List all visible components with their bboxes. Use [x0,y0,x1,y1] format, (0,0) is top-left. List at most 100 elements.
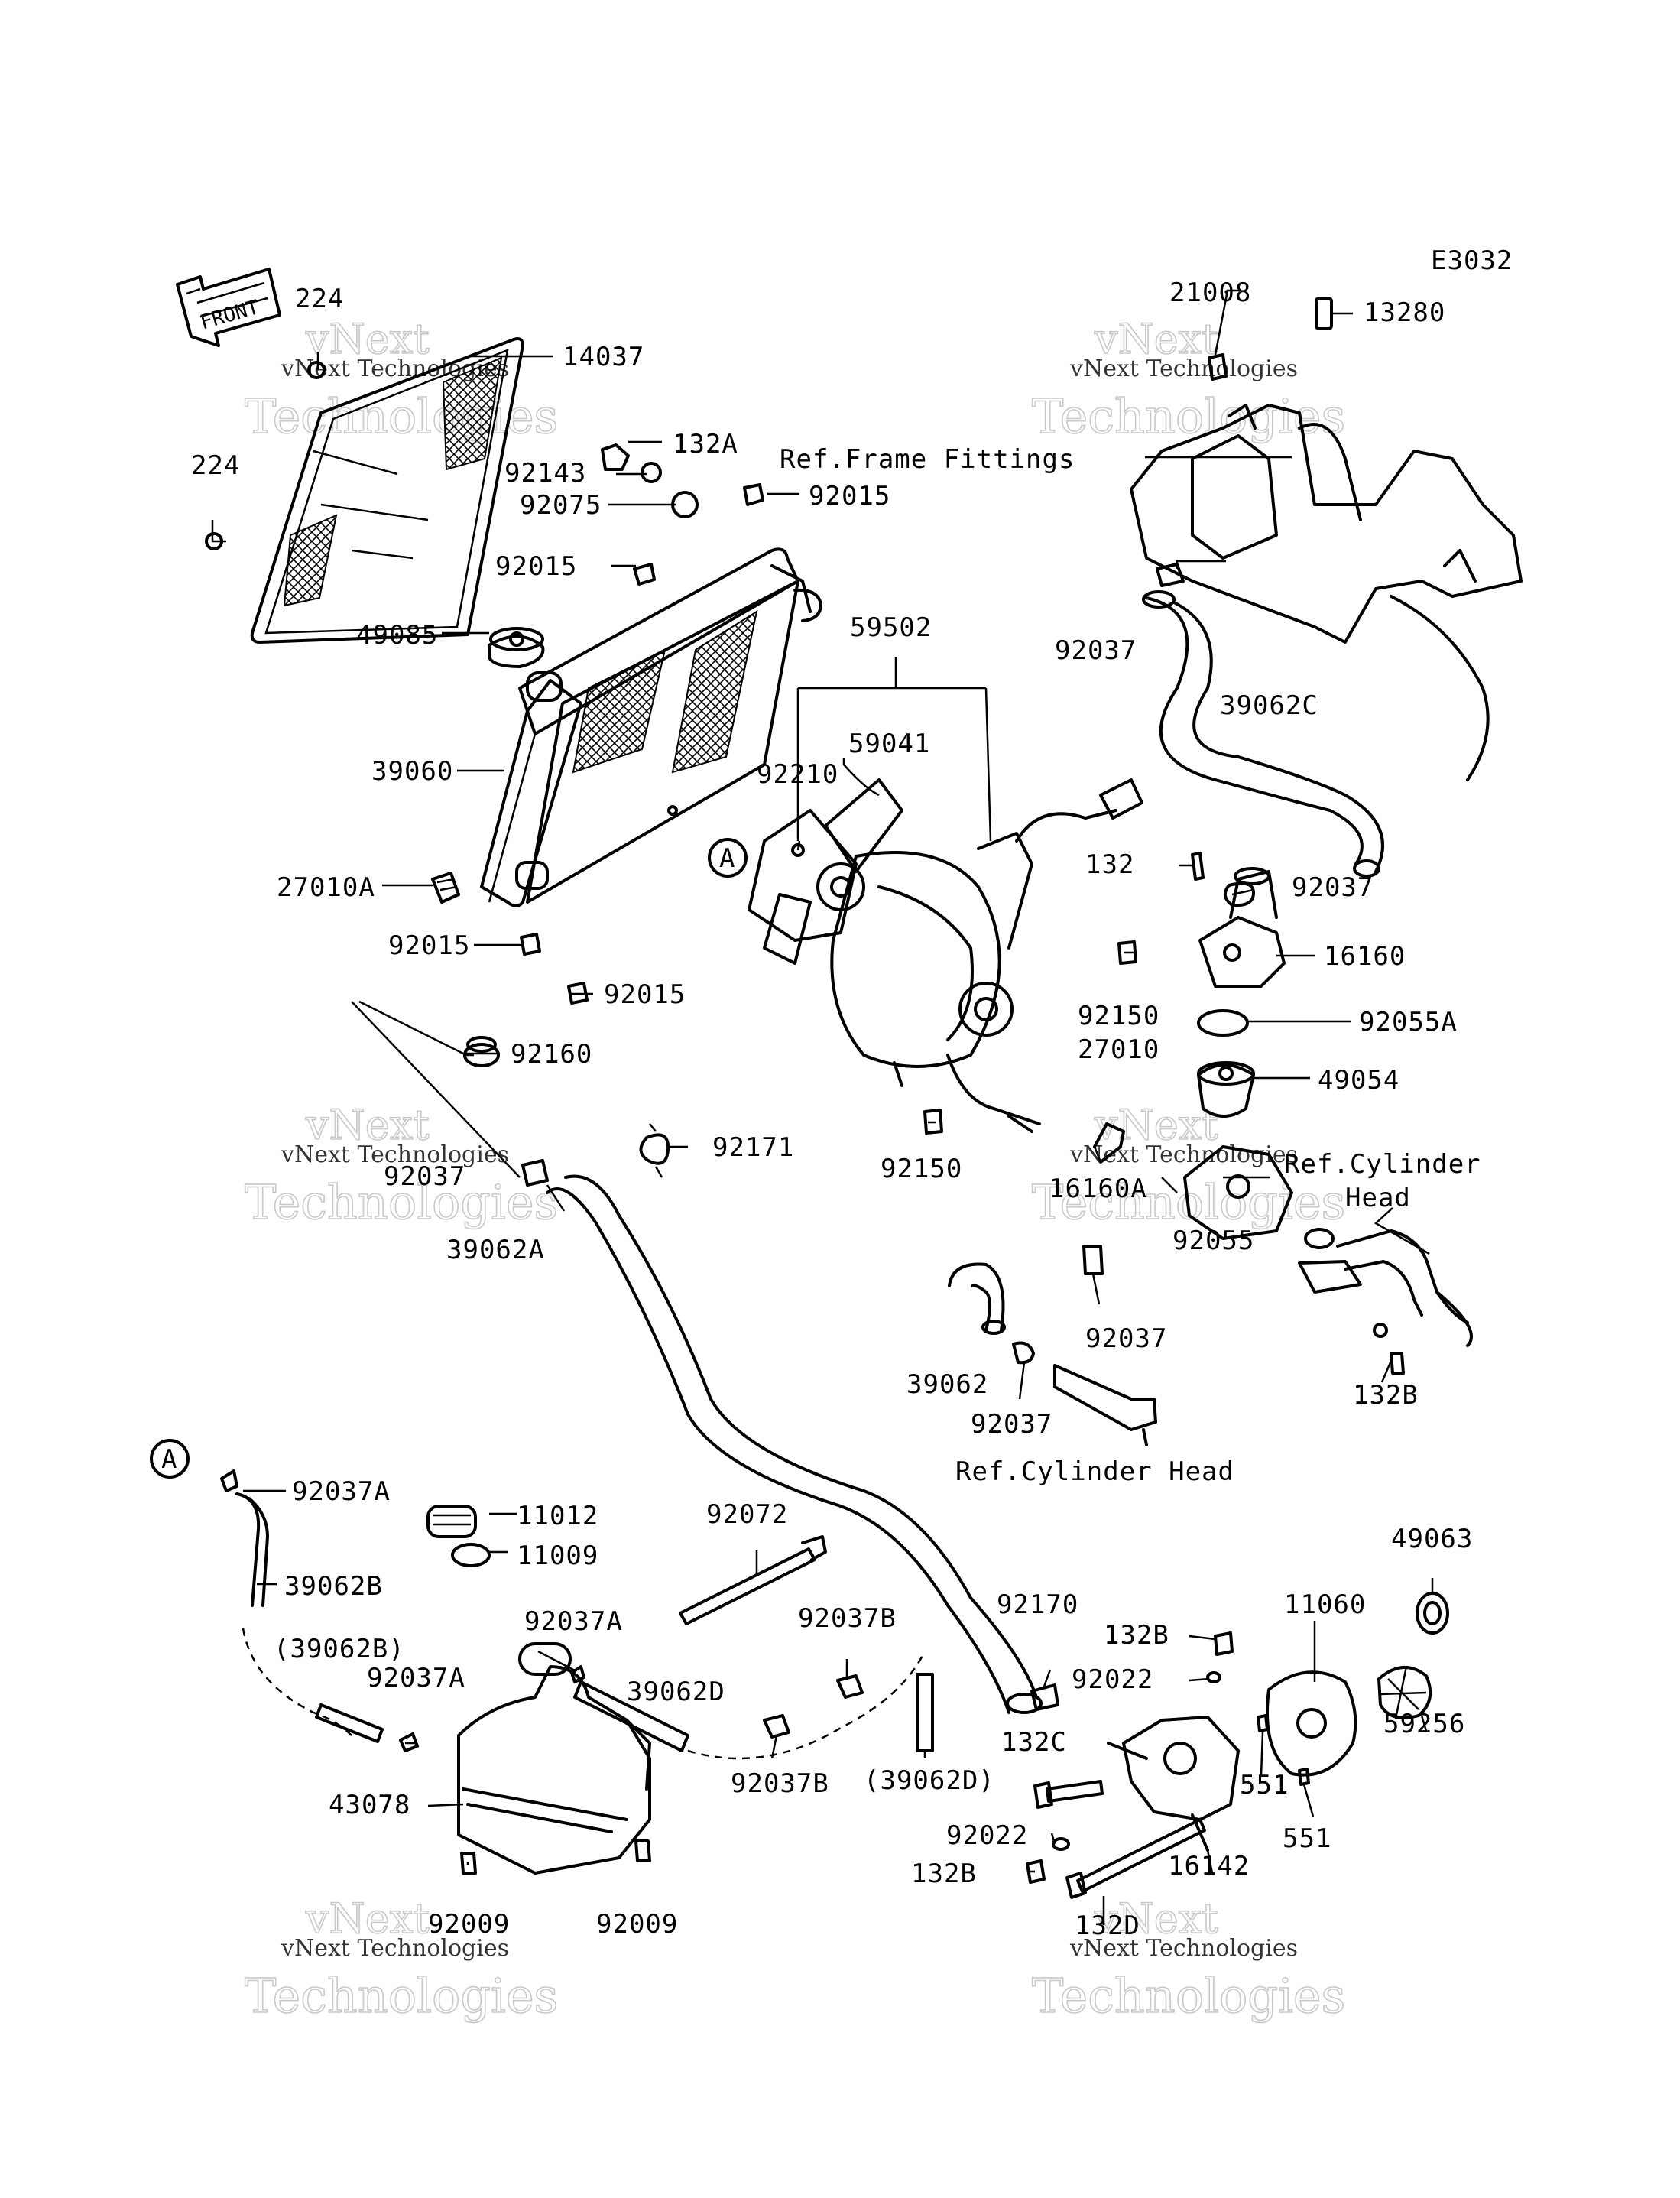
svg-text:Technologies: Technologies [1032,1968,1345,2024]
radiator-screen [250,337,524,644]
cap-11012 [426,1505,477,1538]
label-39062: 39062 [906,1369,988,1400]
grommet-92160 [463,1036,500,1067]
front-arrow-icon: FRONT [176,268,281,347]
label-11012: 11012 [517,1501,598,1531]
bolt-132B-pump-icon [1214,1631,1234,1656]
label-132C: 132C [1001,1727,1067,1758]
hose-39062 [948,1262,1006,1335]
label-39062A: 39062A [446,1235,545,1265]
clamp-92037B-left-icon [763,1714,790,1739]
label-39062B: 39062B [284,1571,383,1602]
svg-text:vNext: vNext [305,315,430,363]
bushing-92075-icon [671,491,699,518]
label-27010A: 27010A [277,872,375,903]
label-39062C: 39062C [1220,690,1318,721]
label-49054: 49054 [1318,1065,1399,1096]
strap-92072 [679,1535,827,1625]
clip-92015-left-icon [520,933,541,956]
dowel-551-right-icon [1298,1768,1310,1786]
label-92210: 92210 [757,759,838,790]
watermark-bottom-left: vNext vNext Technologies Technologies [244,1894,559,2024]
coolant-reservoir [457,1642,651,1875]
label-132B-upper: 132B [1353,1380,1419,1411]
temp-sensor-27010A [431,872,460,904]
label-132A: 132A [673,429,738,459]
dowel-551-left-icon [1257,1714,1269,1732]
cooling-fan [748,778,1143,1133]
washer-92022-upper-icon [1206,1671,1221,1683]
clamp-92037-left-icon [521,1159,549,1187]
label-11009: 11009 [517,1541,598,1571]
label-92037B-right: 92037B [798,1603,897,1634]
watermark-mid-left: vNext vNext Technologies Technologies [244,1100,559,1231]
callout-a-radiator [708,838,748,878]
label-92055: 92055 [1172,1226,1254,1256]
label-59256: 59256 [1383,1709,1465,1739]
label-92037-left: 92037 [384,1161,465,1192]
bolt-92150-right-icon [1117,940,1137,965]
label-92037A-top: 92037A [292,1476,391,1507]
pipe-cylinder-head [1298,1229,1473,1347]
o-ring-92055A-icon [1197,1009,1249,1037]
label-92015-upper: 92015 [809,481,890,511]
label-92037A-right: 92037A [524,1606,623,1637]
label-11060: 11060 [1284,1589,1366,1620]
hose-39062A [546,1174,1043,1714]
label-92037-mid: 92037 [1085,1323,1167,1354]
callout-a-reservoir [150,1439,190,1479]
label-39062B-paren: (39062B) [274,1634,405,1664]
svg-text:Technologies: Technologies [245,1968,558,2024]
label-92009-left: 92009 [428,1909,510,1940]
label-92037B-left: 92037B [731,1768,829,1799]
sensor-27010-icon [1093,1122,1125,1164]
label-92015-left: 92015 [388,930,470,961]
label-39062D: 39062D [627,1677,725,1707]
part-labels: 224 14037 224 132A 92143 92075 92015 920… [191,278,1481,1941]
label-13280: 13280 [1364,297,1445,328]
clamp-92037B-right-icon [836,1674,864,1699]
water-pump-16142 [1107,1716,1240,1852]
clip-92015-bottom-icon [567,982,589,1005]
diagram-code: E3032 [1431,245,1513,276]
radiator [480,547,822,907]
label-49085: 49085 [356,620,438,651]
label-132B-lower: 132B [911,1859,977,1889]
label-92037-lower: 92037 [971,1409,1052,1440]
label-92075: 92075 [520,490,602,521]
watermark-bottom-right: vNext vNext Technologies Technologies [1031,1894,1346,2024]
svg-text:vNext Technologies: vNext Technologies [281,1935,509,1962]
label-132D: 132D [1075,1911,1140,1941]
bolt-132B-lower-icon [1026,1859,1046,1884]
label-92150-bottom: 92150 [881,1154,962,1184]
label-224-top: 224 [295,284,344,314]
label-92170: 92170 [997,1589,1078,1620]
thermostat-case-16160A [1183,1145,1293,1240]
o-ring-92055-icon [1304,1228,1335,1249]
label-27010: 27010 [1078,1034,1159,1065]
clamp-92037-mid-icon [1082,1245,1104,1275]
watermark-mid-right: vNext vNext Technologies Technologies [1031,1100,1346,1231]
tube-39062D [573,1651,934,1760]
label-14037: 14037 [563,342,644,372]
radiator-cap [488,627,545,668]
clip-92015-upper-icon [743,483,764,506]
label-92037-right: 92037 [1292,872,1374,903]
label-132: 132 [1085,849,1134,880]
watermark-top-right: vNext vNext Technologies Technologies [1031,314,1346,445]
hose-39062C [1142,590,1384,878]
gasket-11009-icon [451,1543,491,1567]
svg-text:vNext: vNext [1094,315,1218,363]
pump-cover-11060 [1266,1670,1357,1777]
label-ref-cylinder: Ref.Cylinder [1284,1149,1481,1180]
clamp-92037-upper-icon [1156,563,1185,587]
label-92037A-mid: 92037A [367,1663,465,1693]
bolt-132D [1065,1818,1206,1899]
label-92171: 92171 [712,1132,794,1163]
cover-13280-icon [1315,297,1333,330]
label-92055A: 92055A [1359,1007,1458,1037]
label-92015-top: 92015 [495,551,577,582]
label-224-left: 224 [191,450,240,481]
clamp-92037A-right-icon [570,1665,585,1683]
